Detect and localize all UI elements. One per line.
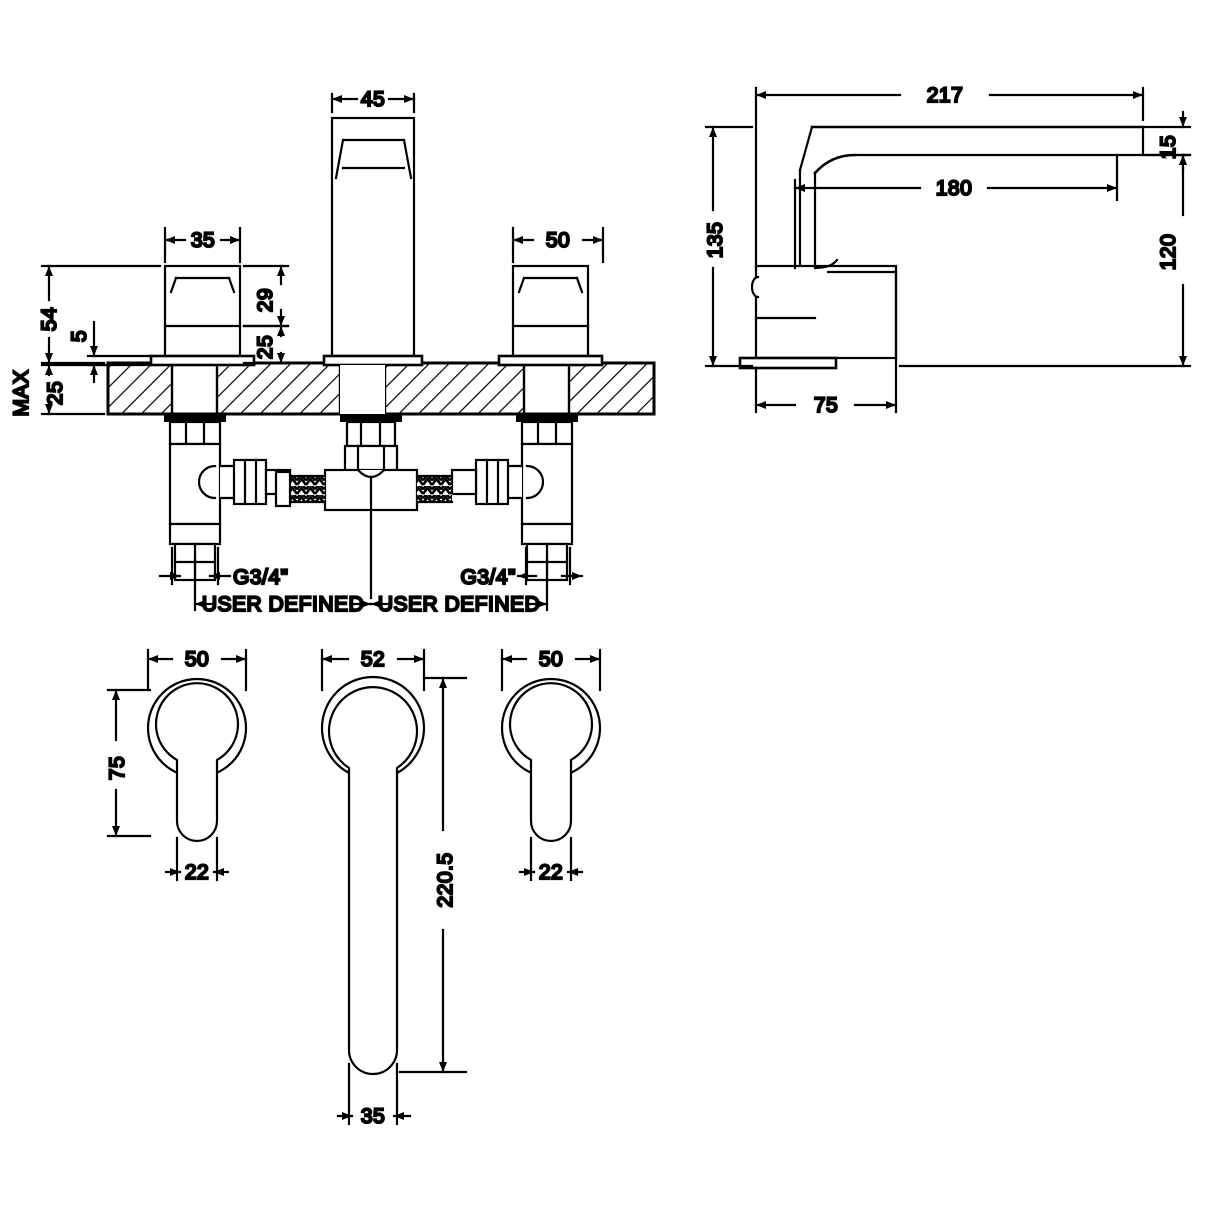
plan-center-spout: [320, 675, 426, 1076]
dim-plan-center-52: 52: [320, 647, 426, 692]
dim-plan-center-52-label: 52: [361, 648, 385, 671]
right-undercounter-assembly: [450, 414, 578, 582]
dim-handle-29: 29: [242, 264, 290, 328]
callout-hose-left: USER DEFINED: [193, 554, 373, 617]
dim-35-label: 35: [191, 229, 215, 252]
side-elevation-group: 217 15 180 135: [703, 83, 1192, 418]
dim-25-label: 25: [254, 335, 277, 359]
dim-50-label: 50: [546, 229, 570, 252]
dim-120-label: 120: [1157, 234, 1180, 271]
hose-right-label: USER DEFINED: [378, 593, 540, 616]
callout-thread-right: G3/4": [459, 546, 584, 590]
dim-plan-right-50: 50: [500, 647, 602, 692]
dim-217-label: 217: [927, 84, 964, 107]
callout-hose-right: USER DEFINED: [369, 554, 549, 617]
dim-plan-left-22-label: 22: [185, 861, 209, 884]
dim-plan-left-75: 75: [105, 688, 152, 838]
left-undercounter-assembly: [164, 414, 292, 582]
dim-plan-length-220-5: 220.5: [398, 676, 468, 1074]
dim-plan-35-label: 35: [361, 1105, 385, 1128]
dim-plan-left-50-label: 50: [185, 648, 209, 671]
dim-side-180: 180: [793, 155, 1119, 270]
dim-plan-tip-35: 35: [336, 1062, 412, 1129]
dim-5-label: 5: [68, 330, 91, 342]
dim-plan-left-50: 50: [146, 647, 248, 692]
dim-180-label: 180: [936, 177, 973, 200]
dim-75-label: 75: [814, 394, 838, 417]
dim-54-label: 54: [38, 307, 61, 331]
dim-side-135: 135: [703, 125, 754, 368]
dim-handle-25: 25: [242, 324, 290, 365]
dim-plan-left-22: 22: [164, 836, 230, 885]
left-handle-front: [149, 264, 256, 367]
plan-right-handle: [500, 677, 602, 843]
dim-plan-220-5-label: 220.5: [434, 852, 457, 907]
dim-29-label: 29: [254, 288, 277, 312]
center-tee-and-hoses: [274, 414, 454, 600]
right-handle-front: [497, 264, 604, 367]
dim-plan-right-22: 22: [518, 836, 584, 885]
dim-side-217: 217: [754, 83, 1145, 270]
dim-plan-left-75-label: 75: [106, 756, 129, 780]
center-spout-front: [322, 116, 424, 414]
plan-left-handle: [146, 677, 248, 843]
dim-side-75: 75: [754, 272, 898, 418]
side-body-block: [738, 258, 898, 370]
dim-25max-label: 25: [44, 381, 67, 405]
dim-max-label: MAX: [10, 369, 33, 416]
dim-spout-width-45: 45: [330, 87, 416, 114]
dim-left-handle-35: 35: [163, 226, 242, 264]
dim-right-handle-50: 50: [511, 226, 605, 264]
callout-thread-left: G3/4": [158, 546, 289, 590]
dim-plan-right-50-label: 50: [539, 648, 563, 671]
dim-45-label: 45: [361, 88, 385, 111]
dim-side-120: 120: [898, 153, 1192, 368]
plan-view-group: 50 75 22 52: [105, 647, 602, 1129]
dim-135-label: 135: [704, 222, 727, 259]
thread-left-label: G3/4": [233, 566, 288, 589]
thread-right-label: G3/4": [461, 566, 516, 589]
front-elevation-group: 45 35 50 54: [9, 87, 656, 617]
dim-height-54: 54: [37, 264, 162, 365]
dim-max-25: MAX 25: [9, 363, 106, 418]
hose-left-label: USER DEFINED: [202, 593, 364, 616]
dim-plan-right-22-label: 22: [539, 861, 563, 884]
